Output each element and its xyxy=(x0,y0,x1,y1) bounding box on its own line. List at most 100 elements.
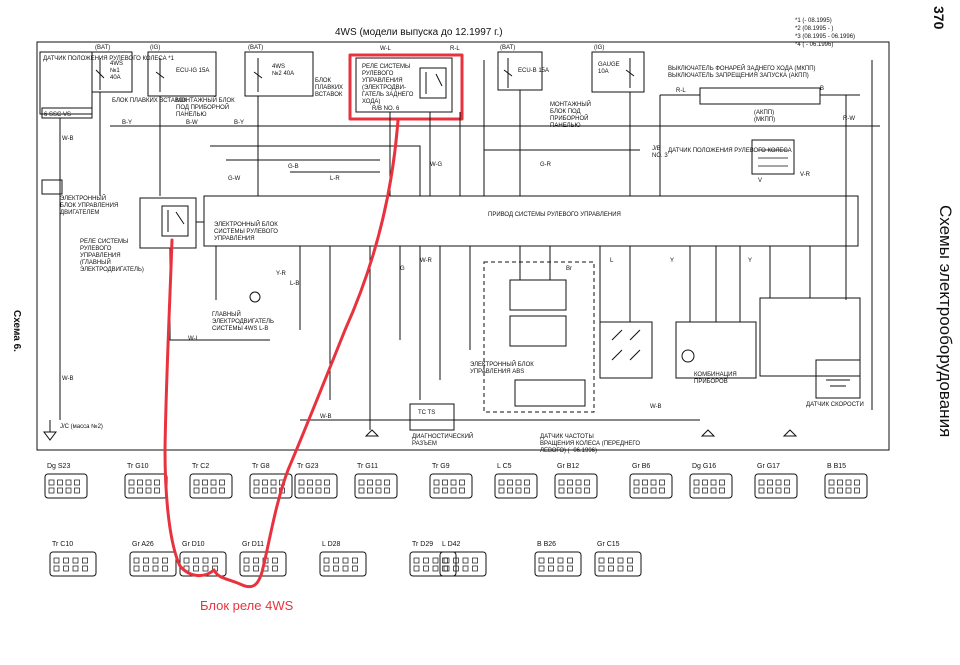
connector-pin xyxy=(243,565,250,572)
connector-pin xyxy=(432,565,439,572)
connector-pin xyxy=(702,479,708,486)
connector-pin xyxy=(367,487,373,494)
connector-pin xyxy=(567,565,573,572)
connector-body xyxy=(594,551,642,577)
main-steering-relay: РЕЛЕ СИСТЕМЫ РУЛЕВОГО УПРАВЛЕНИЯ (ГЛАВНЫ… xyxy=(80,197,197,273)
connector-pin xyxy=(65,479,72,486)
connector-g17: Gr G17 xyxy=(754,463,798,499)
connector-pin xyxy=(584,479,590,486)
svg-text:G-B: G-B xyxy=(288,164,299,170)
connector-body xyxy=(319,551,367,577)
connector-pin xyxy=(298,479,305,486)
connector-pin xyxy=(48,487,55,494)
svg-text:G-R: G-R xyxy=(540,162,552,168)
connector-pin xyxy=(152,557,159,564)
connector-pin xyxy=(515,487,522,494)
connector-pin xyxy=(498,479,505,486)
connector-pin xyxy=(767,479,773,486)
connector-pin xyxy=(253,557,259,564)
connector-pin xyxy=(598,565,605,572)
connector-pin xyxy=(784,479,790,486)
relay-annotation-path xyxy=(163,118,400,589)
svg-text:10A: 10A xyxy=(598,69,609,75)
wiring xyxy=(59,60,880,437)
connector-pin xyxy=(243,557,250,564)
svg-text:МОНТАЖНЫЙ БЛОК: МОНТАЖНЫЙ БЛОК xyxy=(176,96,235,104)
svg-text:R-L: R-L xyxy=(676,88,686,94)
connector-body xyxy=(49,551,97,577)
connector-pin xyxy=(384,487,390,494)
connector-pin xyxy=(128,487,135,494)
svg-text:*1 (- 08.1995): *1 (- 08.1995) xyxy=(795,18,832,24)
fuse-ecu-ig: (IG) ECU-IG 15A МОНТАЖНЫЙ БЛОК ПОД ПРИБО… xyxy=(147,45,235,118)
connector-pin xyxy=(828,487,835,494)
svg-text:ЭЛЕКТРОДВИГАТЕЛЬ): ЭЛЕКТРОДВИГАТЕЛЬ) xyxy=(80,267,144,273)
svg-text:РУЛЕВОГО: РУЛЕВОГО xyxy=(362,71,394,77)
abs-block: ЭЛЕКТРОННЫЙ БЛОК УПРАВЛЕНИЯ ABS xyxy=(470,360,534,375)
connector-pin xyxy=(758,487,765,494)
fuse-4ws1: (BAT) 4WS №1 40A БЛОК ПЛАВКИХ ВСТАВОК xyxy=(91,45,187,104)
scheme-label: Схема 6. xyxy=(11,310,22,352)
connector-pin xyxy=(202,557,209,564)
connector-label: Dg S23 xyxy=(47,463,70,470)
connector-pin xyxy=(212,557,218,564)
connector-pin xyxy=(57,479,63,486)
connector-pin xyxy=(693,479,700,486)
connector-pin xyxy=(498,487,505,494)
connector-pin xyxy=(63,557,69,564)
svg-text:B-Y: B-Y xyxy=(234,120,244,126)
connector-pin xyxy=(333,557,339,564)
svg-text:ЛЕВОГО) (- 06.1996): ЛЕВОГО) (- 06.1996) xyxy=(540,448,597,454)
svg-text:*2 (08.1995 - ): *2 (08.1995 - ) xyxy=(795,26,833,32)
connector-pin xyxy=(375,479,382,486)
svg-text:РЕЛЕ СИСТЕМЫ: РЕЛЕ СИСТЕМЫ xyxy=(362,64,410,70)
connector-s23: Dg S23 xyxy=(44,463,88,499)
connector-pin xyxy=(442,565,448,572)
connector-pin xyxy=(82,565,88,572)
connector-pin xyxy=(633,479,640,486)
svg-text:R-W: R-W xyxy=(843,116,855,122)
connector-pin xyxy=(152,565,159,572)
svg-text:ВЫКЛЮЧАТЕЛЬ ЗАПРЕЩЕНИЯ ЗАПУСКА: ВЫКЛЮЧАТЕЛЬ ЗАПРЕЩЕНИЯ ЗАПУСКА (АКПП) xyxy=(668,73,809,79)
connector-pin xyxy=(837,479,843,486)
connector-pin xyxy=(272,557,278,564)
svg-text:КОМБИНАЦИЯ: КОМБИНАЦИЯ xyxy=(694,372,737,378)
connector-body xyxy=(824,473,868,499)
connector-pin xyxy=(693,487,700,494)
connector-pin xyxy=(538,557,545,564)
svg-text:J/B: J/B xyxy=(652,146,661,152)
connector-pin xyxy=(315,479,322,486)
connector-pin xyxy=(154,487,160,494)
svg-text:(IG): (IG) xyxy=(150,45,160,51)
connector-body xyxy=(249,473,293,499)
connector-pin xyxy=(72,565,79,572)
connector-pin xyxy=(462,557,469,564)
connector-body xyxy=(554,473,598,499)
svg-text:W-R: W-R xyxy=(420,258,433,264)
connector-pin xyxy=(442,479,448,486)
connector-pin xyxy=(413,565,420,572)
connector-pin xyxy=(845,487,852,494)
svg-text:ДАТЧИК СКОРОСТИ: ДАТЧИК СКОРОСТИ xyxy=(806,402,864,408)
connector-pin xyxy=(183,557,190,564)
connector-label: Tr G9 xyxy=(432,463,450,470)
svg-text:R-L: R-L xyxy=(450,46,460,52)
connector-b12: Gr B12 xyxy=(554,463,598,499)
svg-text:L-B: L-B xyxy=(290,281,299,287)
connector-pin xyxy=(193,557,199,564)
svg-text:ДИАГНОСТИЧЕСКИЙ: ДИАГНОСТИЧЕСКИЙ xyxy=(412,432,473,440)
svg-text:(ГЛАВНЫЙ: (ГЛАВНЫЙ xyxy=(80,258,111,266)
connector-pin xyxy=(450,479,457,486)
svg-text:*4 ( - 06.1996): *4 ( - 06.1996) xyxy=(795,42,833,48)
svg-text:Y: Y xyxy=(670,258,674,264)
connector-pin xyxy=(193,487,200,494)
connector-pin xyxy=(608,557,614,564)
connector-pin xyxy=(575,487,582,494)
wire-labels: W-B B-Y B-Y B-W G-W W-L R-L L-R G-B L-B … xyxy=(62,46,855,420)
connector-pin xyxy=(352,557,358,564)
svg-text:V: V xyxy=(758,178,762,184)
connector-pin xyxy=(627,557,633,564)
svg-text:ХОДА): ХОДА) xyxy=(362,99,380,105)
connector-pin xyxy=(854,479,860,486)
connector-pin xyxy=(558,479,565,486)
